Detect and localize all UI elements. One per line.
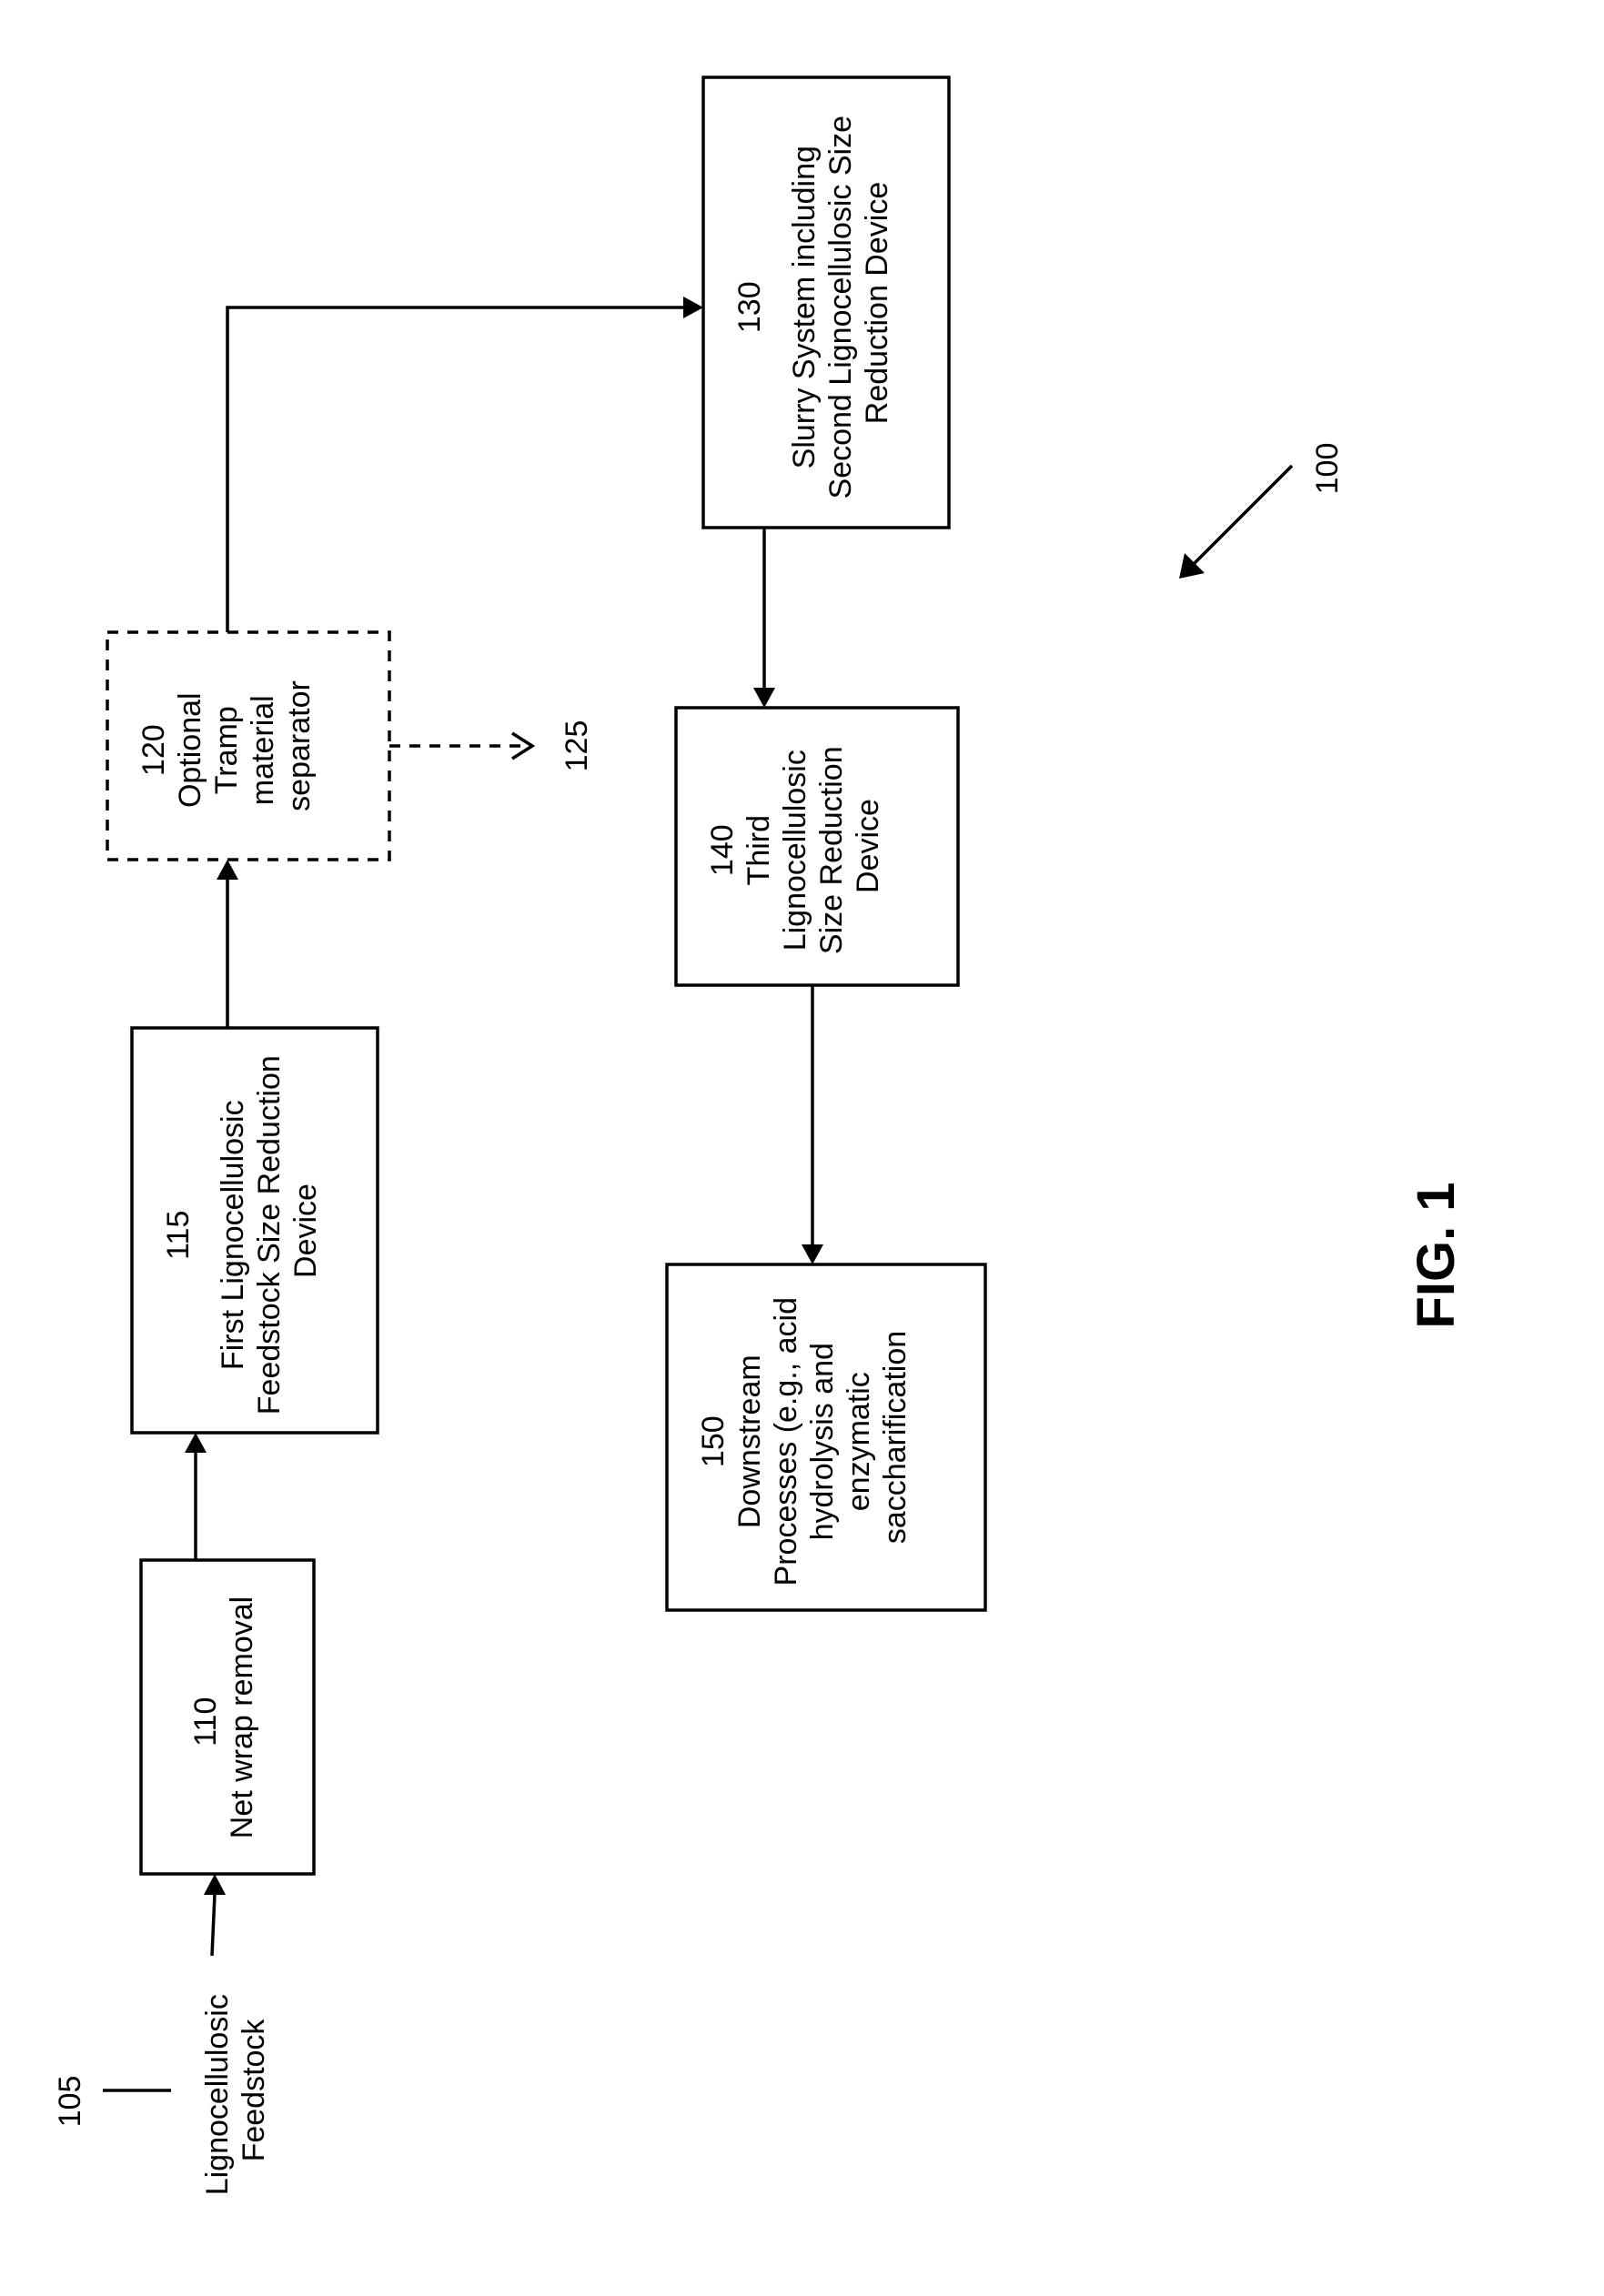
ref-100: 100 [1310, 443, 1345, 495]
arrowhead-150 [802, 1244, 823, 1264]
arrow-120-to-130 [227, 307, 683, 632]
arrowhead-110 [204, 1874, 226, 1895]
feedstock-label: Lignocellulosic Feedstock [200, 1986, 271, 2196]
ref-125: 125 [560, 720, 594, 772]
arrowhead-115 [185, 1433, 207, 1453]
arrowhead-140 [753, 688, 775, 708]
arrowhead-130 [683, 297, 703, 318]
arrow-feedstock-to-110 [212, 1894, 215, 1956]
figure-label: FIG. 1 [1407, 1182, 1466, 1328]
ref-105: 105 [53, 2076, 87, 2128]
ref-100-pointer [1192, 466, 1292, 566]
arrowhead-120 [217, 860, 238, 880]
